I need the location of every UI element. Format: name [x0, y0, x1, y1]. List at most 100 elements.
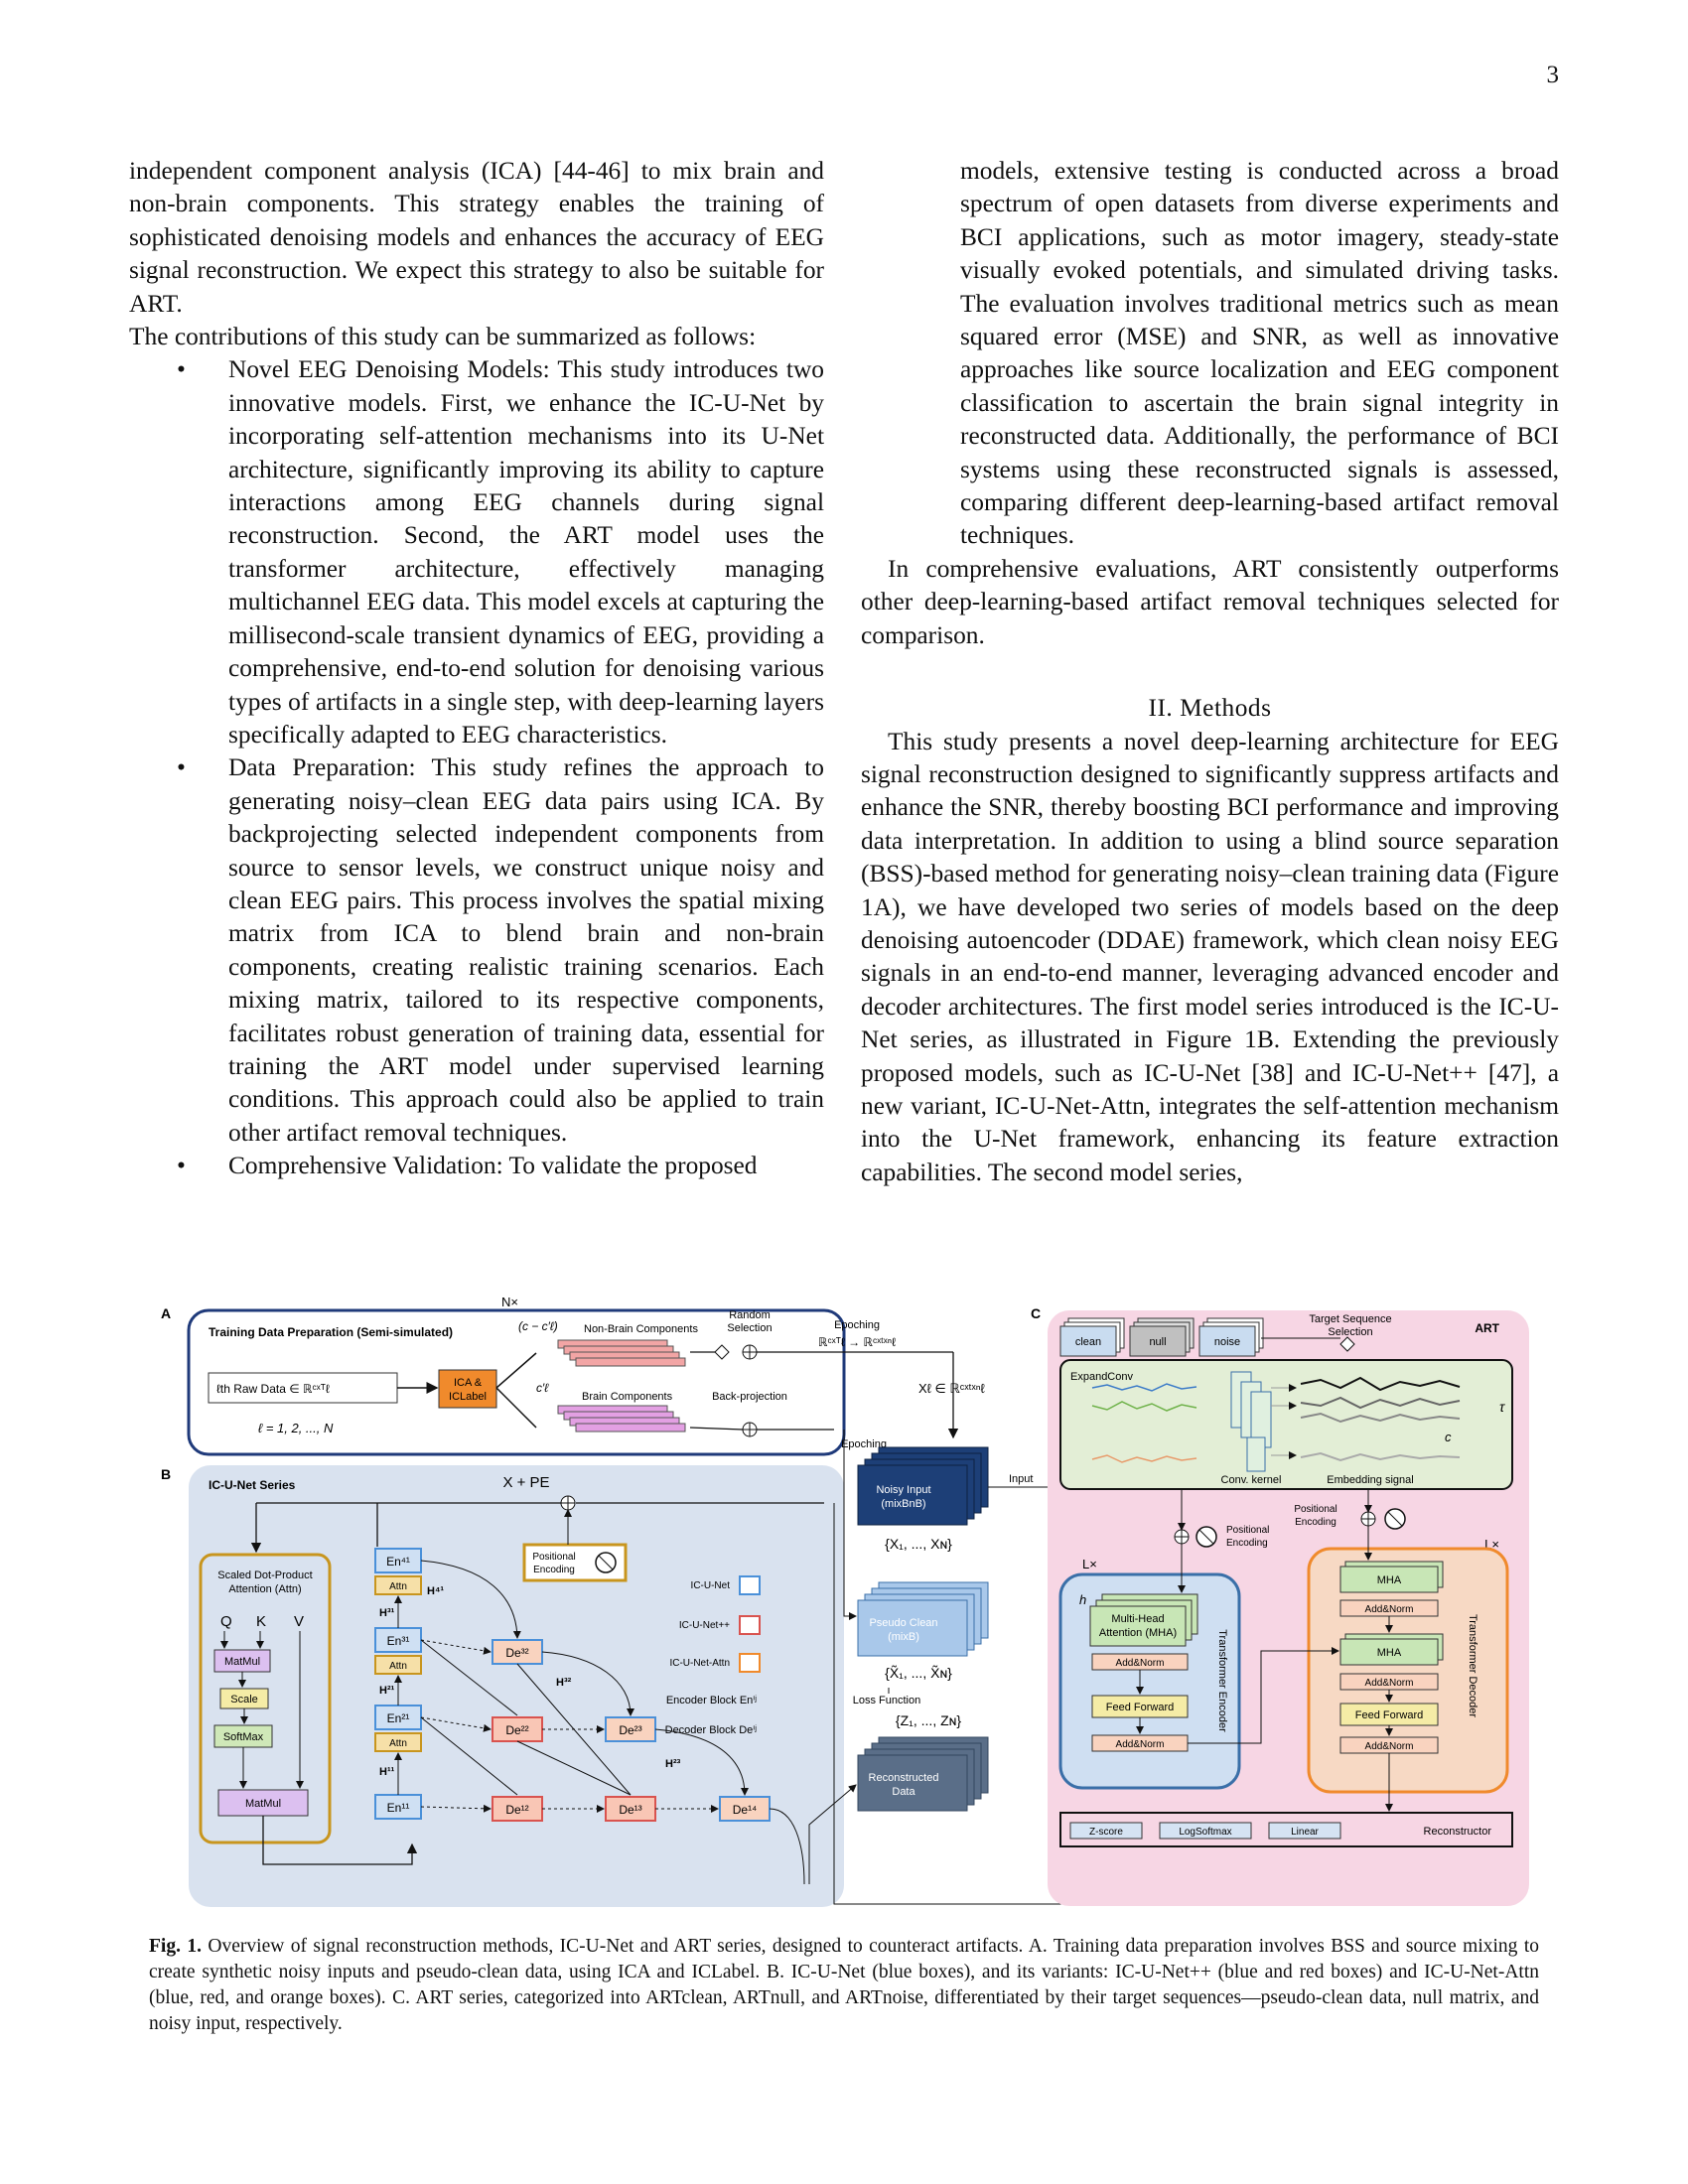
- reconstructor-label: Reconstructor: [1424, 1826, 1492, 1838]
- signal-traces: [1091, 1376, 1461, 1463]
- bullet-text-2: Data Preparation: This study refines the…: [228, 753, 824, 1147]
- target-noise-stack: [1198, 1317, 1264, 1357]
- addnorm-label-2: Add&Norm: [1116, 1739, 1165, 1750]
- pos-enc-label: Positional: [532, 1552, 575, 1563]
- attn-title-2: Attention (Attn): [228, 1583, 301, 1595]
- contributions-intro: The contributions of this study can be s…: [129, 323, 757, 351]
- brain-stack: [557, 1405, 686, 1433]
- ica-box: [438, 1369, 497, 1409]
- bullet-continuation: models, extensive testing is conducted a…: [960, 157, 1559, 550]
- mha-dec-stack-1: [1339, 1561, 1444, 1593]
- h-label: h: [1079, 1592, 1086, 1607]
- random-selection-label: Random: [729, 1309, 771, 1321]
- legend-attn: IC-U-Net-Attn: [669, 1658, 730, 1669]
- de23-label: De²³: [619, 1723, 641, 1737]
- expandconv-box: [1059, 1359, 1513, 1490]
- mha-dec-stack-2: [1339, 1633, 1444, 1666]
- caption-text: Overview of signal reconstruction method…: [149, 1936, 1539, 2034]
- panel-a-letter: A: [161, 1305, 171, 1321]
- addnorm-label-5: Add&Norm: [1365, 1741, 1414, 1752]
- bullet-icon: •: [177, 753, 186, 782]
- pos-enc-c2-label: Positional: [1294, 1504, 1336, 1515]
- pos-enc-c-label-2: Encoding: [1226, 1538, 1268, 1549]
- target-null-stack: [1129, 1317, 1195, 1357]
- input-label: Input: [1009, 1473, 1033, 1485]
- epoch-map: ℝᶜˣᵀℓ → ℝᶜˣᵗˣⁿℓ: [818, 1335, 896, 1349]
- en41-box: [374, 1548, 422, 1573]
- de13-label: De¹³: [619, 1803, 641, 1817]
- linear-box: [1268, 1822, 1341, 1840]
- h11-label: H¹¹: [379, 1766, 395, 1778]
- pos-enc-c2-label-2: Encoding: [1295, 1517, 1336, 1528]
- epoching-label: Epoching: [834, 1319, 880, 1331]
- mha-label-1: MHA: [1377, 1574, 1402, 1586]
- addnorm-label-1: Add&Norm: [1116, 1658, 1165, 1669]
- addnorm-label-4: Add&Norm: [1365, 1678, 1414, 1689]
- v-label: V: [294, 1613, 304, 1630]
- intro-paragraph: independent component analysis (ICA) [44…: [129, 157, 824, 318]
- loss-label: Loss Function: [853, 1695, 920, 1706]
- n-times-label: N×: [501, 1295, 518, 1309]
- bullet-text-3: Comprehensive Validation: To validate th…: [228, 1152, 758, 1180]
- target-seq-label-2: Selection: [1328, 1326, 1372, 1338]
- logsoftmax-label: LogSoftmax: [1179, 1827, 1231, 1838]
- c-prime-label: c′ℓ: [536, 1381, 549, 1395]
- en31-label: En³¹: [387, 1634, 410, 1648]
- mha-label-2: MHA: [1377, 1647, 1402, 1659]
- de12-label: De¹²: [505, 1803, 528, 1817]
- noisy-input-label-2: (mixBnB): [881, 1498, 925, 1510]
- evaluation-paragraph: In comprehensive evaluations, ART consis…: [861, 554, 1559, 649]
- pseudo-clean-label-2: (mixB): [888, 1631, 919, 1643]
- conv-kernel-icon: [1230, 1371, 1272, 1472]
- caption-label: Fig. 1.: [149, 1936, 202, 1957]
- pos-enc-label-2: Encoding: [533, 1565, 575, 1575]
- panel-a-title: Training Data Preparation (Semi-simulate…: [209, 1325, 453, 1339]
- attn-title: Scaled Dot-Product: [217, 1570, 312, 1581]
- pos-enc-box: [522, 1543, 628, 1582]
- l-times-label: L×: [1082, 1557, 1097, 1571]
- bullet-icon: •: [177, 1152, 186, 1180]
- h32-label: H³²: [556, 1677, 572, 1689]
- figure-caption: Fig. 1. Overview of signal reconstructio…: [149, 1934, 1539, 2037]
- pos-enc-c-label: Positional: [1226, 1525, 1269, 1536]
- addnorm-label-3: Add&Norm: [1365, 1604, 1414, 1615]
- de23-box: [605, 1716, 656, 1742]
- noisy-input-stack: [857, 1446, 989, 1526]
- mha-long-label: Multi-Head: [1111, 1613, 1164, 1625]
- expandconv-label: ExpandConv: [1070, 1371, 1133, 1383]
- embedding-label: Embedding signal: [1327, 1474, 1413, 1486]
- decoder-label: Transformer Decoder: [1467, 1614, 1478, 1717]
- list-item: • Novel EEG Denoising Models: This study…: [129, 353, 824, 751]
- null-label: null: [1149, 1336, 1166, 1348]
- non-brain-stack: [557, 1339, 686, 1367]
- de13-box: [605, 1796, 656, 1822]
- matmul-box-2: [217, 1789, 309, 1817]
- noise-label: noise: [1214, 1336, 1240, 1348]
- x-ell-label: Xℓ ∈ ℝᶜˣᵗˣⁿℓ: [918, 1381, 985, 1396]
- bullet-icon: •: [177, 355, 186, 384]
- epoching-label-2: Epoching: [841, 1438, 887, 1450]
- k-label: K: [256, 1613, 266, 1630]
- noisy-input-label: Noisy Input: [876, 1484, 930, 1496]
- de14-box: [719, 1796, 771, 1822]
- z-set: {Z₁, ..., Zɴ}: [896, 1712, 961, 1728]
- zscore-label: Z-score: [1089, 1827, 1123, 1838]
- pseudo-clean-stack: [857, 1581, 989, 1657]
- xhat-set: {X̃₁, ..., X̃ɴ}: [885, 1665, 952, 1681]
- target-clean-stack: [1059, 1317, 1125, 1357]
- raw-data-box: [208, 1372, 398, 1404]
- panel-b-frame: [189, 1465, 844, 1907]
- page-number: 3: [1546, 62, 1560, 88]
- attention-frame: [199, 1553, 332, 1844]
- de14-label: De¹⁴: [733, 1803, 758, 1817]
- h21-label: H²¹: [379, 1685, 395, 1697]
- legend-dec: Decoder Block Deⁱʲ: [665, 1724, 758, 1736]
- non-brain-label: Non-Brain Components: [584, 1323, 698, 1335]
- left-column: independent component analysis (ICA) [44…: [129, 155, 824, 1183]
- clean-label: clean: [1075, 1336, 1101, 1348]
- contributions-list: • Novel EEG Denoising Models: This study…: [129, 353, 824, 1182]
- panel-b-title: IC-U-Net Series: [209, 1478, 296, 1492]
- list-item: • Comprehensive Validation: To validate …: [129, 1150, 824, 1182]
- matmul-label-2: MatMul: [245, 1798, 281, 1810]
- h31-label: H³¹: [379, 1607, 395, 1619]
